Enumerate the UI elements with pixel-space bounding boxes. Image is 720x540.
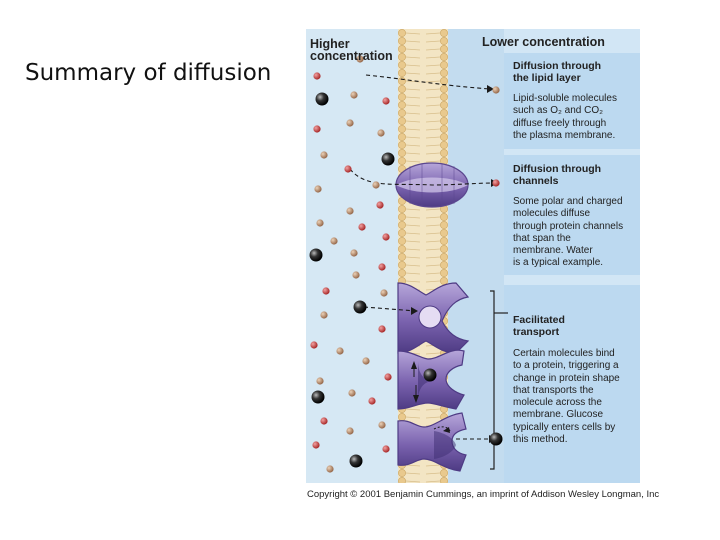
large-molecule bbox=[424, 369, 437, 382]
large-molecule bbox=[312, 391, 325, 404]
red-molecule bbox=[382, 97, 389, 104]
lipid-bilayer bbox=[398, 29, 448, 483]
large-molecule bbox=[310, 249, 323, 262]
red-molecule bbox=[320, 417, 327, 424]
channel-diffusion-text: Some polar and charged molecules diffuse… bbox=[513, 196, 623, 270]
tan-molecule bbox=[377, 129, 384, 136]
tan-molecule bbox=[314, 185, 321, 192]
red-molecule bbox=[322, 287, 329, 294]
higher-concentration-label: Higher concentration bbox=[310, 38, 393, 62]
large-molecule bbox=[382, 153, 395, 166]
red-molecule bbox=[358, 223, 365, 230]
tan-molecule bbox=[350, 91, 357, 98]
tan-molecule bbox=[316, 219, 323, 226]
diffusion-figure: Higher concentration Lower concentration… bbox=[306, 29, 640, 483]
red-molecule bbox=[310, 341, 317, 348]
facilitated-transport-text: Certain molecules bind to a protein, tri… bbox=[513, 348, 620, 446]
large-molecule bbox=[350, 455, 363, 468]
large-molecule bbox=[354, 301, 367, 314]
lipid-diffusion-text: Lipid-soluble molecules such as O₂ and C… bbox=[513, 93, 617, 142]
red-molecule bbox=[344, 165, 351, 172]
tan-molecule bbox=[320, 311, 327, 318]
tan-molecule bbox=[346, 119, 353, 126]
red-molecule bbox=[384, 373, 391, 380]
large-molecule bbox=[490, 433, 503, 446]
red-molecule bbox=[378, 325, 385, 332]
red-molecule bbox=[376, 201, 383, 208]
tan-molecule bbox=[350, 249, 357, 256]
lipid-diffusion-title: Diffusion through the lipid layer bbox=[513, 60, 601, 84]
red-molecule bbox=[312, 441, 319, 448]
copyright-notice: Copyright © 2001 Benjamin Cummings, an i… bbox=[307, 489, 659, 500]
lower-concentration-label: Lower concentration bbox=[482, 36, 605, 48]
tan-molecule bbox=[378, 421, 385, 428]
tan-molecule bbox=[346, 427, 353, 434]
red-molecule bbox=[382, 445, 389, 452]
slide-title: Summary of diffusion bbox=[25, 60, 271, 86]
facilitated-transport-title: Facilitated transport bbox=[513, 314, 565, 338]
tan-molecule bbox=[346, 207, 353, 214]
red-molecule bbox=[368, 397, 375, 404]
tan-molecule bbox=[372, 181, 379, 188]
red-molecule bbox=[313, 125, 320, 132]
tan-molecule bbox=[380, 289, 387, 296]
tan-molecule bbox=[316, 377, 323, 384]
tan-molecule bbox=[362, 357, 369, 364]
tan-molecule bbox=[352, 271, 359, 278]
tan-molecule bbox=[348, 389, 355, 396]
tan-molecule bbox=[330, 237, 337, 244]
red-molecule bbox=[492, 179, 499, 186]
tan-molecule bbox=[492, 86, 499, 93]
red-molecule bbox=[378, 263, 385, 270]
red-molecule bbox=[313, 72, 320, 79]
red-molecule bbox=[382, 233, 389, 240]
tan-molecule bbox=[336, 347, 343, 354]
tan-molecule bbox=[326, 465, 333, 472]
tan-molecule bbox=[320, 151, 327, 158]
channel-diffusion-title: Diffusion through channels bbox=[513, 163, 601, 187]
large-molecule bbox=[316, 93, 329, 106]
